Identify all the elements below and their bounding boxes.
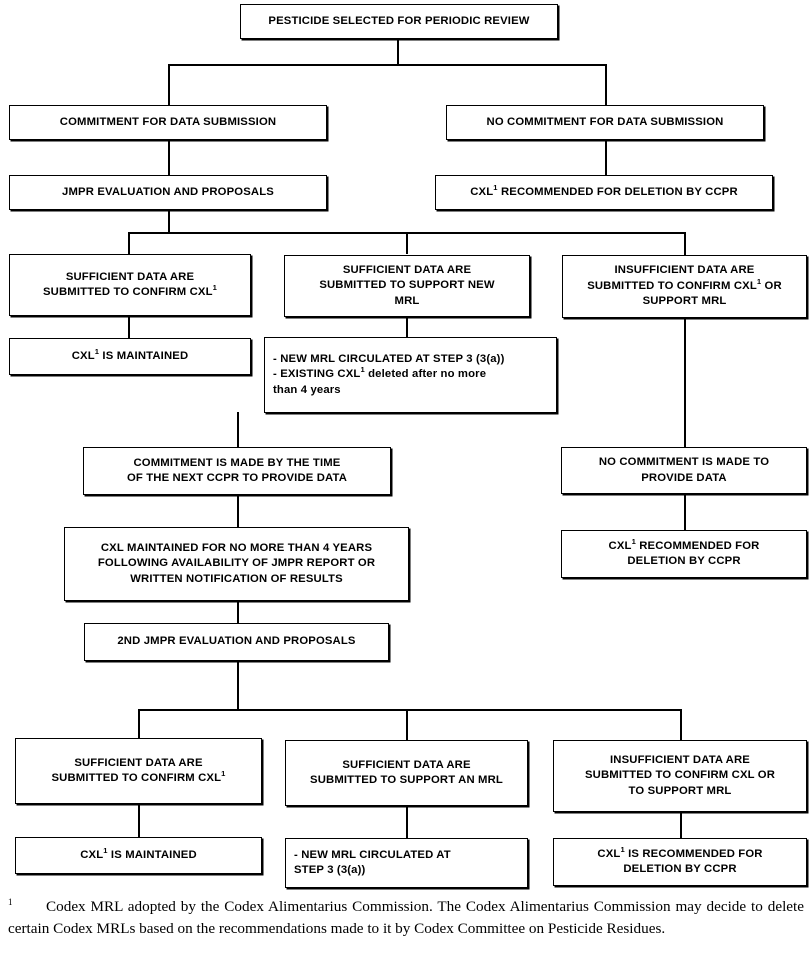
connector-n3-n5	[605, 139, 607, 176]
connector-n17-n20	[406, 806, 408, 838]
connector-to-n2	[168, 64, 170, 105]
node-cxl-recommended-deletion-ccpr-middle[interactable]: CXL1 RECOMMENDED FOR DELETION BY CCPR	[561, 530, 807, 578]
connector-n2-n4	[168, 139, 170, 176]
node-2nd-jmpr-evaluation-and-proposals[interactable]: 2ND JMPR EVALUATION AND PROPOSALS	[84, 623, 389, 661]
node-no-commitment-for-data-submission[interactable]: NO COMMITMENT FOR DATA SUBMISSION	[446, 105, 764, 140]
connector-to-n18	[680, 709, 682, 740]
connector-n6-n9	[128, 315, 130, 338]
node-no-commitment-is-made-to-provide-data[interactable]: NO COMMITMENT IS MADE TO PROVIDE DATA	[561, 447, 807, 494]
connector-n10-down	[237, 412, 239, 447]
connector-n18-n21	[680, 812, 682, 838]
connector-to-n6	[128, 232, 130, 254]
node-cxl-recommended-for-deletion-by-ccpr-lower[interactable]: CXL1 IS RECOMMENDED FOR DELETION BY CCPR	[553, 838, 807, 886]
connector-n8-down	[684, 317, 686, 447]
node-label: JMPR EVALUATION AND PROPOSALS	[62, 185, 274, 198]
node-sufficient-data-confirm-cxl-1-lower[interactable]: SUFFICIENT DATA ARE SUBMITTED TO CONFIRM…	[15, 738, 262, 804]
node-label: PESTICIDE SELECTED FOR PERIODIC REVIEW	[268, 14, 530, 27]
node-insufficient-data-confirm-cxl-or-support-mrl-lower[interactable]: INSUFFICIENT DATA ARE SUBMITTED TO CONFI…	[553, 740, 807, 812]
node-commitment-for-data-submission[interactable]: COMMITMENT FOR DATA SUBMISSION	[9, 105, 327, 140]
connector-to-n16	[138, 709, 140, 739]
node-label: CXL1 RECOMMENDED FOR DELETION BY CCPR	[470, 182, 738, 198]
node-label: NO COMMITMENT IS MADE TO PROVIDE DATA	[598, 456, 770, 484]
node-sufficient-data-support-new-mrl[interactable]: SUFFICIENT DATA ARE SUBMITTED TO SUPPORT…	[284, 255, 530, 317]
node-label: - NEW MRL CIRCULATED AT STEP 3 (3(a))	[294, 848, 451, 877]
connector-to-n3	[605, 64, 607, 105]
connector-n15-down	[237, 660, 239, 710]
node-pesticide-selected[interactable]: PESTICIDE SELECTED FOR PERIODIC REVIEW	[240, 4, 558, 39]
node-label: INSUFFICIENT DATA ARE SUBMITTED TO CONFI…	[584, 753, 776, 797]
node-cxl-is-maintained-lower[interactable]: CXL1 IS MAINTAINED	[15, 837, 262, 874]
connector-bottom-split	[138, 709, 681, 711]
footnote: 1 Codex MRL adopted by the Codex Aliment…	[8, 896, 804, 939]
node-sufficient-data-support-an-mrl[interactable]: SUFFICIENT DATA ARE SUBMITTED TO SUPPORT…	[285, 740, 528, 806]
connector-to-n8	[684, 232, 686, 257]
node-label: NO COMMITMENT FOR DATA SUBMISSION	[486, 115, 724, 128]
connector-to-n7	[406, 232, 408, 254]
node-sufficient-data-confirm-cxl-1[interactable]: SUFFICIENT DATA ARE SUBMITTED TO CONFIRM…	[9, 254, 251, 316]
connector-n4-down	[168, 209, 170, 233]
node-jmpr-evaluation-and-proposals[interactable]: JMPR EVALUATION AND PROPOSALS	[9, 175, 327, 210]
node-new-mrl-circulated-step3-existing-cxl-deleted[interactable]: - NEW MRL CIRCULATED AT STEP 3 (3(a)) - …	[264, 337, 557, 413]
node-cxl-is-maintained-upper[interactable]: CXL1 IS MAINTAINED	[9, 338, 251, 375]
connector-n13-n15	[237, 600, 239, 623]
node-new-mrl-circulated-step3-lower[interactable]: - NEW MRL CIRCULATED AT STEP 3 (3(a))	[285, 838, 528, 888]
node-commitment-is-made-next-ccpr[interactable]: COMMITMENT IS MADE BY THE TIME OF THE NE…	[83, 447, 391, 495]
node-label: SUFFICIENT DATA ARE SUBMITTED TO CONFIRM…	[51, 756, 226, 785]
connector-n7-n10	[406, 316, 408, 337]
node-label: COMMITMENT FOR DATA SUBMISSION	[59, 115, 277, 128]
footnote-marker: 1	[8, 897, 13, 907]
node-label: CXL1 IS MAINTAINED	[71, 346, 189, 362]
node-label: SUFFICIENT DATA ARE SUBMITTED TO SUPPORT…	[310, 758, 503, 787]
node-label: INSUFFICIENT DATA ARE SUBMITTED TO CONFI…	[587, 264, 782, 308]
connector-row1-split	[168, 64, 606, 66]
connector-n1-down	[397, 38, 399, 65]
node-label: - NEW MRL CIRCULATED AT STEP 3 (3(a)) - …	[273, 352, 505, 396]
node-insufficient-data-confirm-cxl-or-support-mrl[interactable]: INSUFFICIENT DATA ARE SUBMITTED TO CONFI…	[562, 255, 807, 318]
node-label: CXL1 IS MAINTAINED	[80, 845, 197, 861]
node-label: CXL1 RECOMMENDED FOR DELETION BY CCPR	[608, 536, 760, 567]
footnote-text: Codex MRL adopted by the Codex Alimentar…	[8, 898, 804, 937]
node-label: CXL MAINTAINED FOR NO MORE THAN 4 YEARS …	[97, 541, 376, 585]
node-label: SUFFICIENT DATA ARE SUBMITTED TO CONFIRM…	[42, 270, 218, 299]
connector-n11-n13	[237, 495, 239, 528]
node-label: CXL1 IS RECOMMENDED FOR DELETION BY CCPR	[597, 844, 763, 875]
connector-to-n17	[406, 709, 408, 740]
node-label: COMMITMENT IS MADE BY THE TIME OF THE NE…	[126, 456, 348, 485]
node-label: 2ND JMPR EVALUATION AND PROPOSALS	[117, 635, 356, 648]
connector-n12-n14	[684, 493, 686, 530]
node-cxl-recommended-for-deletion-by-ccpr[interactable]: CXL1 RECOMMENDED FOR DELETION BY CCPR	[435, 175, 773, 210]
connector-n16-n19	[138, 803, 140, 837]
node-label: SUFFICIENT DATA ARE SUBMITTED TO SUPPORT…	[319, 263, 495, 307]
node-cxl-maintained-no-more-than-4-years[interactable]: CXL MAINTAINED FOR NO MORE THAN 4 YEARS …	[64, 527, 409, 601]
